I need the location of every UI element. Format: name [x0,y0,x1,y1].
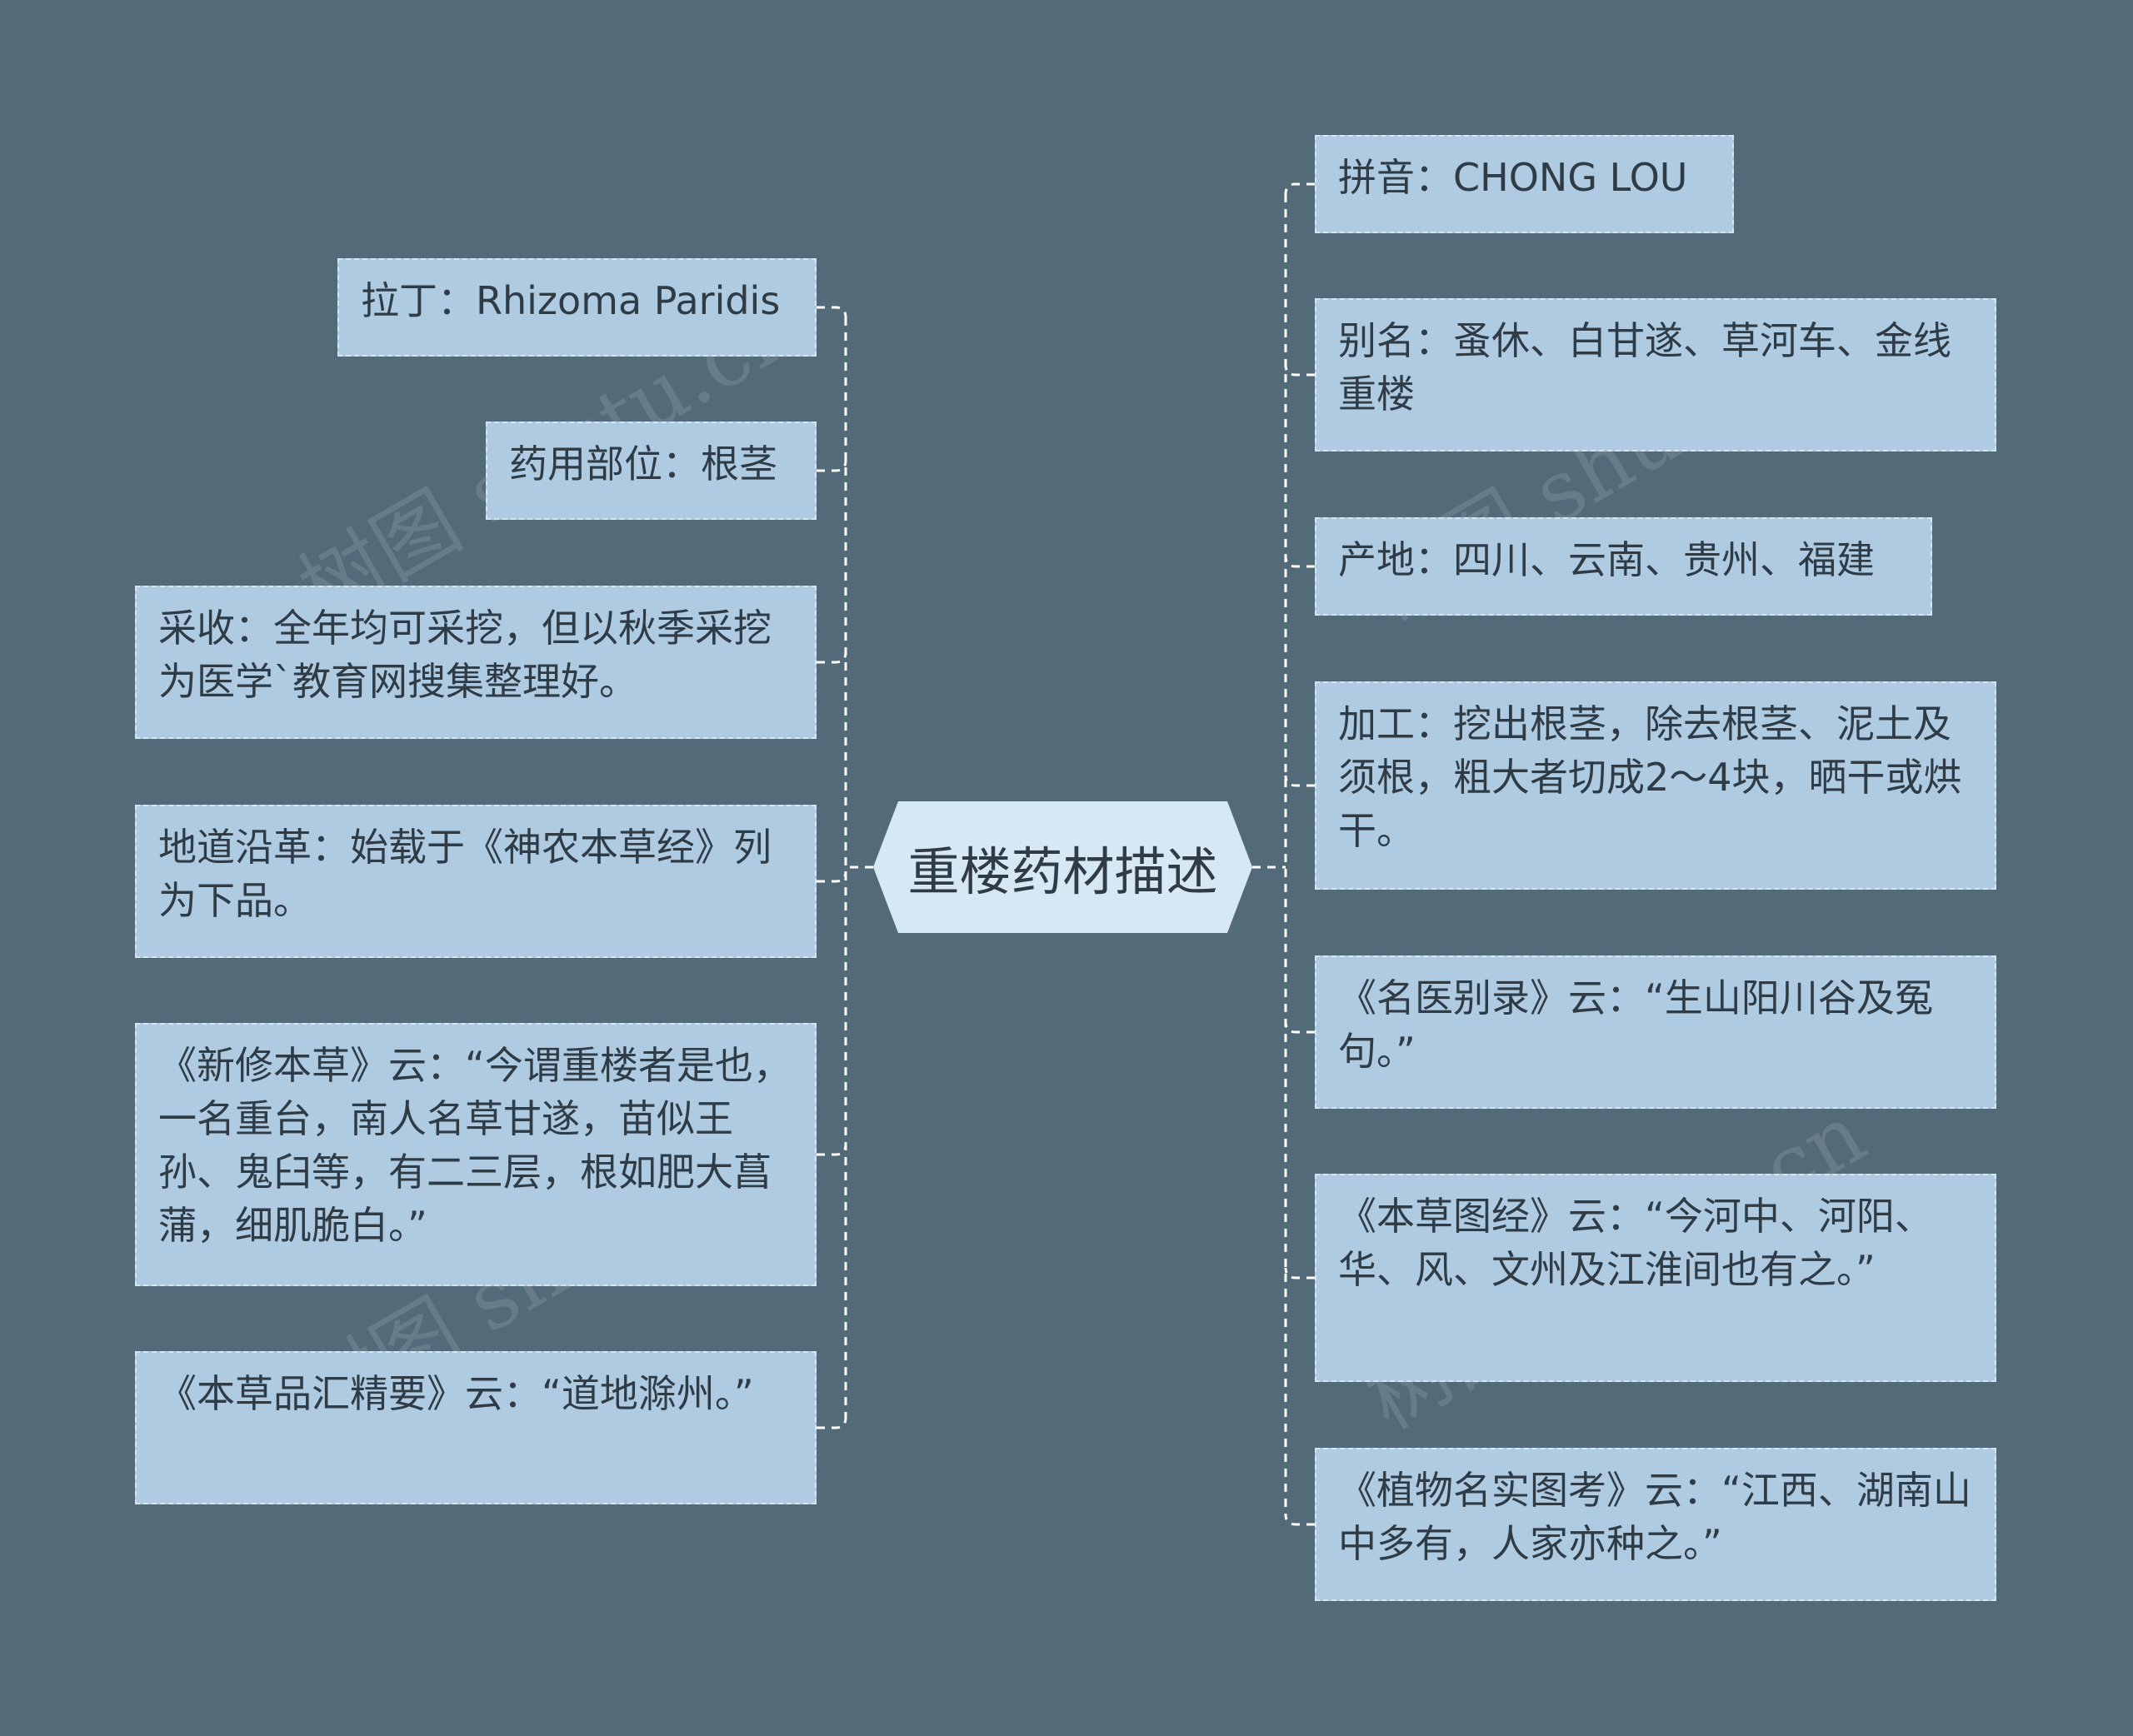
link-left-branch-2 [817,651,847,664]
left-node-part[interactable]: 药用部位：根茎 [486,422,817,520]
center-topic[interactable]: 重楼药材描述 [873,801,1252,933]
left-node-xinxiu[interactable]: 《新修本草》云：“今谓重楼者是也，一名重台，南人名草甘遂，苗似王孙、鬼臼等，有二… [135,1023,817,1286]
link-left-branch-1 [817,460,847,472]
right-node-alias[interactable]: 别名：蚤休、白甘遂、草河车、金线重楼 [1315,298,1996,451]
center-topic-shape [873,801,1252,933]
link-right-branch-4 [1284,1021,1315,1034]
left-node-history[interactable]: 地道沿革：始载于《神农本草经》列为下品。 [135,805,817,958]
link-left-branch-4 [817,1144,847,1156]
link-left-branch-0 [817,306,847,318]
left-node-latin[interactable]: 拉丁：Rhizoma Paridis [337,258,817,357]
link-right-branch-6 [1284,1514,1315,1526]
link-right-branch-1 [1284,364,1315,377]
link-right-branch-5 [1284,1267,1315,1280]
link-left-branch-3 [817,870,847,883]
left-node-harvest[interactable]: 采收：全年均可采挖，但以秋季采挖为医学`教育网搜集整理好。 [135,586,817,739]
link-right-branch-0 [1284,182,1315,195]
link-right-branch-2 [1284,556,1315,568]
right-node-pinyin[interactable]: 拼音：CHONG LOU [1315,135,1734,233]
right-node-process[interactable]: 加工：挖出根茎，除去根茎、泥土及须根，粗大者切成2～4块，晒干或烘干。 [1315,681,1996,890]
left-node-pinhui[interactable]: 《本草品汇精要》云：“道地滁州。” [135,1351,817,1504]
right-node-origin[interactable]: 产地：四川、云南、贵州、福建 [1315,517,1932,616]
center-topic-label: 重楼药材描述 [907,841,1218,902]
right-node-zhiwu[interactable]: 《植物名实图考》云：“江西、湖南山中多有，人家亦种之。” [1315,1448,1996,1601]
right-node-mingyi[interactable]: 《名医别录》云：“生山阳川谷及冤句。” [1315,955,1996,1109]
link-left-branch-5 [817,1417,847,1429]
link-right-branch-3 [1284,775,1315,787]
right-node-tujing[interactable]: 《本草图经》云：“今河中、河阳、华、风、文州及江淮间也有之。” [1315,1174,1996,1382]
